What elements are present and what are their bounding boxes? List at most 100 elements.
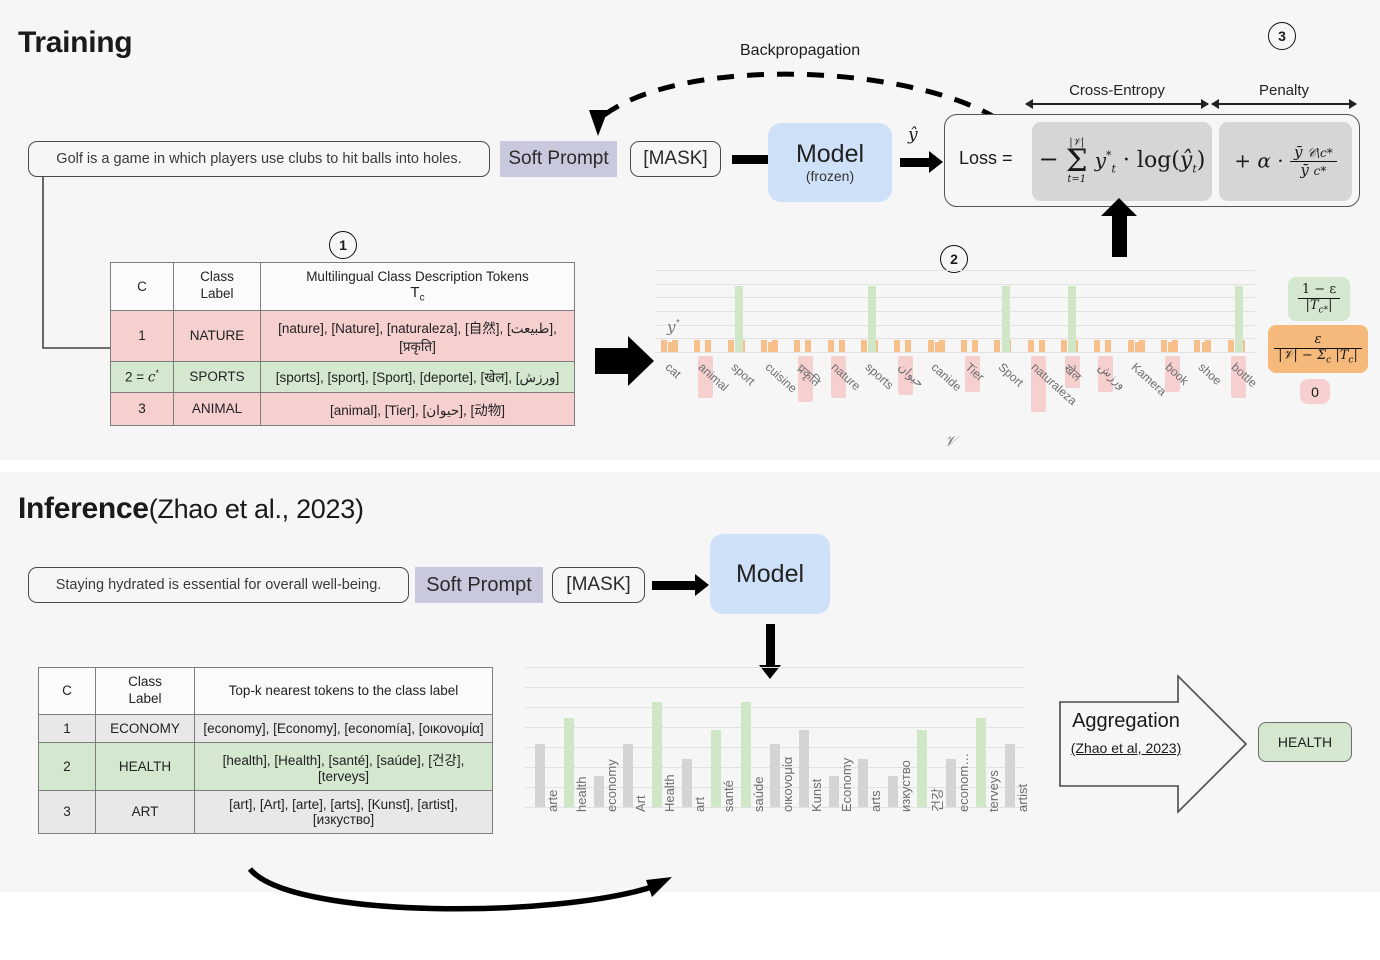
bar-noise [694, 340, 701, 352]
yhat-label: ŷ [908, 125, 918, 145]
inference-citation: (Zhao et al., 2023) [148, 494, 364, 524]
gridline [655, 324, 1255, 326]
tick-label: Kamera [1128, 360, 1170, 399]
tick-label: खेल [1060, 361, 1084, 384]
training-model-label: Model [795, 140, 865, 169]
gridline [655, 338, 1255, 340]
cell-class-label: SPORTS [173, 360, 261, 393]
bar-saúde [740, 702, 751, 807]
inference-sentence-input[interactable]: Staying hydrated is essential for overal… [28, 567, 409, 603]
cell-tokens: [animal], [Tier], [حيوان], [动物] [260, 391, 575, 426]
inference-distribution-chart [525, 667, 1025, 808]
tick-highlight [1098, 356, 1113, 392]
legend-green-num: 1 − ε [1301, 281, 1337, 297]
tick-label: Economy [838, 757, 854, 812]
tick-label: cuisine [762, 360, 800, 396]
penalty-term: + α · ȳ 𝒞\c* ȳ c* [1219, 122, 1352, 201]
tick-highlight [898, 356, 913, 395]
bar-noise [927, 340, 934, 352]
bar-noise [1227, 340, 1234, 352]
bar-noise [1127, 340, 1134, 352]
bar-noise [1194, 340, 1201, 352]
bar-noise [1172, 340, 1178, 352]
gridline [525, 667, 1025, 668]
bar-econom… [946, 758, 957, 807]
backpropagation-arrow [589, 71, 1022, 140]
aggregation-label: Aggregation [1072, 710, 1180, 732]
cell-class-index: 3 [110, 391, 174, 426]
bar-noise [705, 340, 712, 352]
cross-entropy-label: Cross-Entropy [1069, 82, 1165, 99]
inference-model-label: Model [735, 559, 805, 588]
training-soft-prompt[interactable]: Soft Prompt [500, 141, 617, 177]
tick-highlight [1164, 356, 1180, 392]
cross-entropy-formula: − |𝒱| Σ t=1 y*t · log(ŷt) [1038, 137, 1206, 185]
bar-terveys [975, 717, 986, 807]
cell-tokens: [art], [Art], [arte], [arts], [Kunst], [… [194, 789, 493, 834]
bar-noise [1061, 340, 1067, 352]
inference-mask-token[interactable]: [MASK] [552, 567, 645, 603]
inference-title: Inference(Zhao et al., 2023) [18, 492, 364, 525]
bar-изкуство [887, 775, 898, 807]
bar-οικονομία [770, 744, 780, 807]
cell-class-label: ECONOMY [95, 713, 195, 743]
bar-art [681, 758, 692, 807]
bar-artist [1005, 744, 1016, 807]
cell-tokens: [nature], [Nature], [naturaleza], [自然], … [260, 309, 575, 362]
tick-highlight [1031, 356, 1047, 412]
tick-label: sports [862, 360, 896, 393]
tick-label: cat [662, 360, 684, 382]
inference-soft-prompt[interactable]: Soft Prompt [415, 567, 543, 603]
bar-shoe [1201, 342, 1208, 352]
bar-noise [861, 340, 867, 352]
bar-noise [1094, 340, 1101, 352]
bar-arte [534, 744, 545, 807]
bar-Kamera [1134, 342, 1141, 352]
gridline [525, 707, 1025, 708]
tick-label: arte [544, 789, 560, 812]
bar-noise [905, 340, 912, 352]
training-model-frozen-label: (frozen) [805, 167, 855, 184]
cell-class-index: 2 [38, 741, 96, 791]
arrow-table-to-chart [595, 336, 654, 386]
tick-label: 건강 [930, 788, 946, 812]
penalty-formula: + α · ȳ 𝒞\c* ȳ c* [1234, 143, 1337, 180]
tick-label: health [574, 776, 590, 812]
tick-label: arts [868, 790, 884, 812]
legend-orange-value: ε |𝒱| − Σc |Tc| [1268, 325, 1368, 373]
cell-class-label: ANIMAL [173, 391, 261, 426]
gridline [655, 311, 1255, 312]
training-sentence-input[interactable]: Golf is a game in which players use club… [28, 141, 490, 177]
tick-label: изкуство [897, 760, 913, 812]
bar-noise [994, 340, 1001, 352]
marker-2: 2 [940, 245, 968, 273]
inference-output-badge: HEALTH [1258, 722, 1352, 762]
bar-noise [838, 340, 845, 352]
tick-label: econom… [956, 752, 972, 812]
loss-box: Loss = − |𝒱| Σ t=1 y*t · log(ŷt) + α · ȳ… [944, 114, 1360, 207]
training-mask-token[interactable]: [MASK] [630, 141, 721, 177]
aggregation-block-arrow [1059, 674, 1248, 814]
bar-cat [668, 342, 675, 352]
bar-noise [894, 340, 901, 352]
bar-Economy [828, 775, 839, 807]
gridline [525, 807, 1025, 808]
th-c: C [38, 667, 96, 715]
bar-health [564, 717, 575, 807]
bar-noise [1105, 340, 1112, 352]
penalty-label: Penalty [1258, 82, 1310, 99]
marker-1: 1 [329, 231, 357, 259]
table-to-chart-curved-arrow [247, 867, 672, 912]
bar-noise [772, 340, 778, 352]
tick-label: artist [1015, 783, 1031, 812]
bar-arts [858, 758, 869, 807]
bar-noise [961, 340, 967, 352]
bar-खेल [1068, 286, 1077, 352]
gridline [525, 727, 1025, 728]
